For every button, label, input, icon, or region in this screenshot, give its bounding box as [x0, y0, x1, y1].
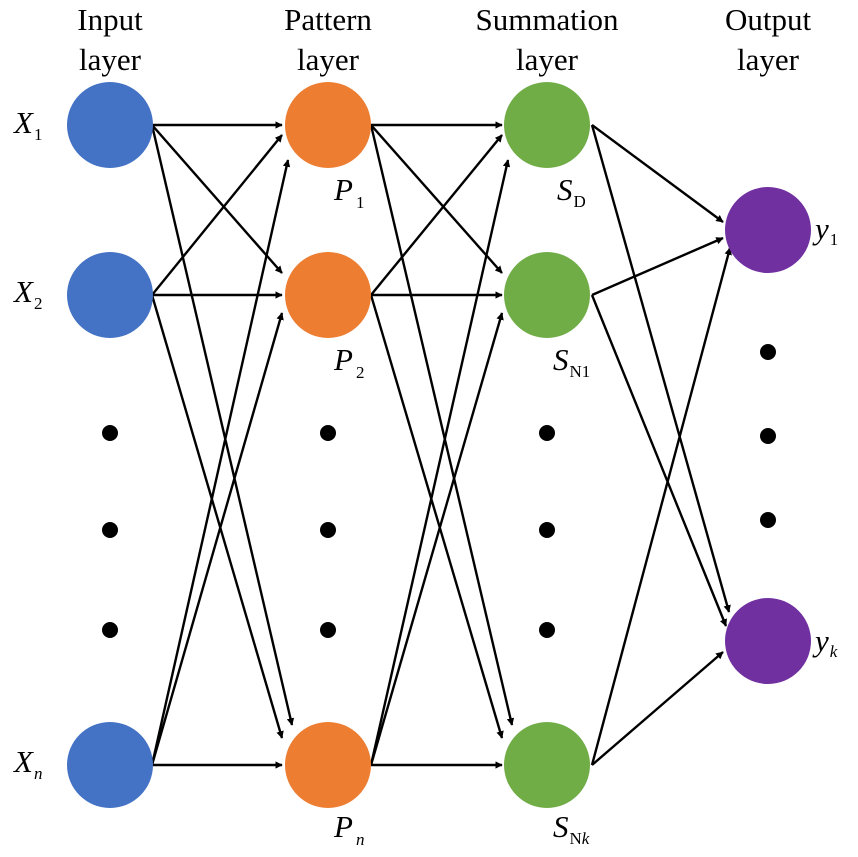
- edge-pn-sd: [369, 159, 511, 766]
- ellipsis-dot-input-2: [102, 522, 118, 538]
- label-sd: SD: [557, 172, 586, 211]
- label-x2: X2: [12, 274, 42, 313]
- edge-xn-p2: [150, 312, 284, 766]
- input-layer-nodes: [67, 82, 153, 808]
- edge-sd-y1: [591, 124, 724, 223]
- pattern-node-pn: [285, 722, 371, 808]
- ellipsis-dots: [102, 344, 776, 638]
- output-layer-header-line1: Output: [725, 2, 812, 37]
- label-snk: SNk: [553, 809, 590, 848]
- output-node-yk: [725, 598, 811, 684]
- edge-sn1-y1: [591, 236, 724, 297]
- input-node-x2: [67, 252, 153, 338]
- ellipsis-dot-output-3: [760, 512, 776, 528]
- input-layer-header-line1: Input: [77, 2, 143, 37]
- edge-x1-p2: [151, 124, 283, 274]
- edge-p2-sd: [370, 134, 503, 296]
- edge-snk-yk: [591, 651, 724, 766]
- edge-sn1-yk: [590, 294, 728, 627]
- summation-layer-nodes: [504, 82, 590, 808]
- ellipsis-dot-summation-1: [539, 425, 555, 441]
- label-sn1: SN1: [553, 342, 590, 381]
- ellipsis-dot-pattern-1: [320, 425, 336, 441]
- edges-summation-to-output: [590, 124, 732, 766]
- ellipsis-dot-input-3: [102, 622, 118, 638]
- ellipsis-dot-output-1: [760, 344, 776, 360]
- pattern-node-p2: [285, 252, 371, 338]
- pattern-layer-header-line2: layer: [297, 42, 360, 77]
- input-node-xn: [67, 722, 153, 808]
- summation-node-snk: [504, 722, 590, 808]
- ellipsis-dot-summation-2: [539, 522, 555, 538]
- edges-input-to-pattern: [150, 121, 295, 769]
- pattern-layer-nodes: [285, 82, 371, 808]
- summation-node-sn1: [504, 252, 590, 338]
- ellipsis-dot-summation-3: [539, 622, 555, 638]
- edge-p2-snk: [369, 294, 504, 739]
- summation-node-sd: [504, 82, 590, 168]
- edge-sd-yk: [590, 124, 731, 613]
- label-y1: y1: [812, 211, 838, 249]
- input-layer-header-line2: layer: [79, 42, 142, 77]
- edge-xn-p1: [150, 159, 291, 766]
- edge-x2-p1: [151, 134, 283, 296]
- summation-layer-header-line1: Summation: [476, 2, 619, 37]
- edge-snk-y1: [590, 247, 732, 766]
- edge-x2-pn: [150, 294, 284, 739]
- edge-pn-sn1: [369, 312, 504, 766]
- ellipsis-dot-pattern-2: [320, 522, 336, 538]
- ellipsis-dot-input-1: [102, 425, 118, 441]
- output-node-y1: [725, 187, 811, 273]
- edge-p1-snk: [369, 124, 515, 726]
- edge-p1-sn1: [370, 124, 503, 274]
- output-layer-header-line2: layer: [737, 42, 800, 77]
- pattern-layer-header-line1: Pattern: [284, 2, 372, 37]
- summation-layer-header-line2: layer: [516, 42, 579, 77]
- output-layer-nodes: [725, 187, 811, 684]
- input-node-x1: [67, 82, 153, 168]
- edge-x1-pn: [150, 124, 295, 726]
- label-xn: Xn: [12, 744, 42, 783]
- pattern-node-p1: [285, 82, 371, 168]
- ellipsis-dot-output-2: [760, 428, 776, 444]
- label-yk: yk: [812, 623, 838, 661]
- edges-pattern-to-summation: [369, 121, 515, 769]
- ellipsis-dot-pattern-3: [320, 622, 336, 638]
- label-x1: X1: [12, 105, 42, 144]
